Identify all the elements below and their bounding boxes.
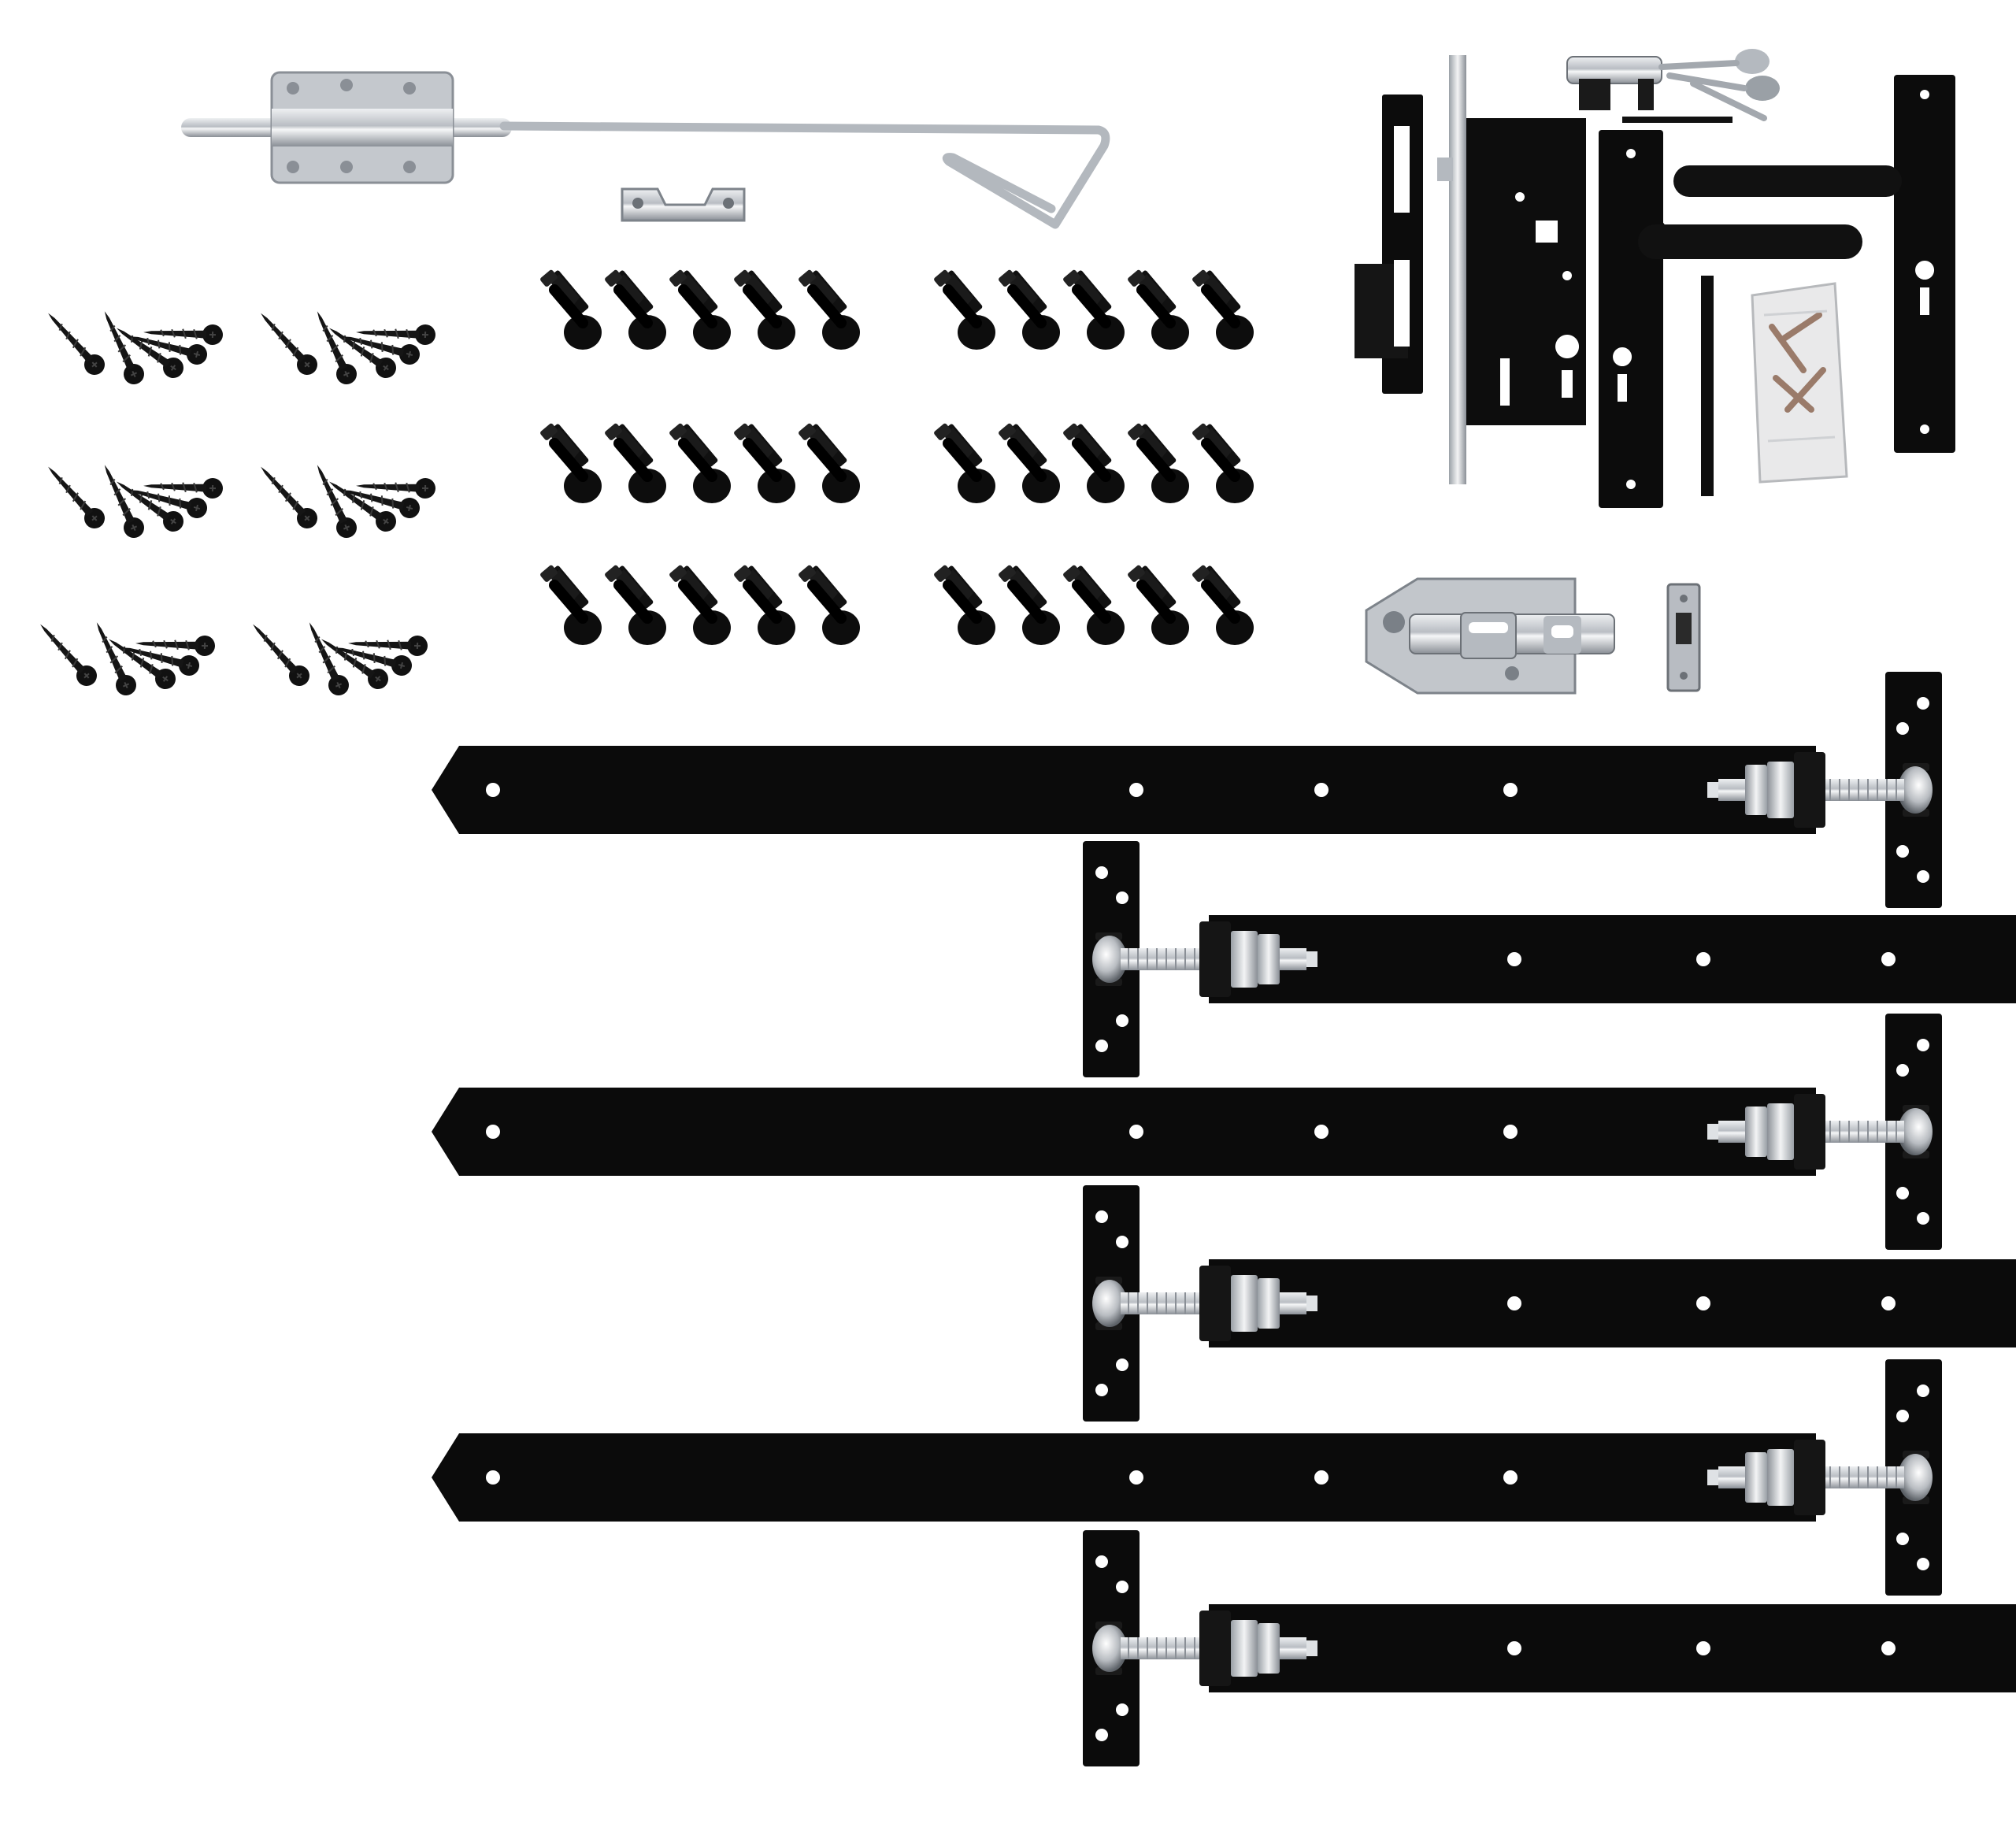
padbolt — [1365, 577, 1615, 695]
drop-bolt-keeper — [621, 187, 746, 222]
drop-bolt — [181, 71, 1110, 229]
lever-handle-front — [1599, 130, 1862, 508]
lever-handle-back — [1673, 75, 1955, 453]
strike-plate — [1354, 95, 1423, 394]
mortice-lock-body — [1437, 55, 1586, 484]
padbolt-keeper — [1666, 583, 1701, 692]
spindle — [1701, 276, 1714, 496]
euro-cylinder-with-keys — [1566, 49, 1780, 123]
mortice-lock-set — [1354, 49, 1955, 508]
fixings-bag — [1751, 282, 1848, 484]
